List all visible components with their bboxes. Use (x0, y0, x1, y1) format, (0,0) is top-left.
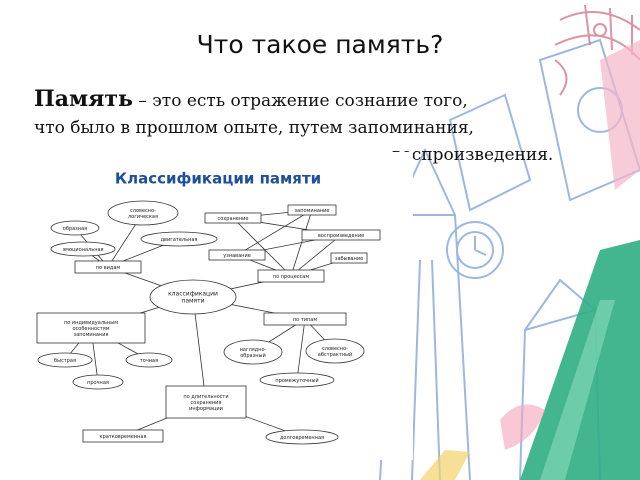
diagram-title: Классификации памяти (115, 169, 321, 187)
node-label-po_vidam: по видам (96, 265, 121, 271)
node-label-slovesno_abstraktnyi: словесно-абстрактный (318, 346, 352, 358)
node-emocionalnaya (50, 241, 116, 257)
node-uznavanie (208, 249, 266, 261)
node-label-po_tipam: по типам (293, 317, 317, 323)
node-label-bystraya: быстрая (54, 358, 76, 364)
node-vosproizvedenie (301, 229, 381, 241)
node-tochnaya (125, 352, 173, 368)
pink-swirl-shape (500, 404, 545, 450)
node-label-zapominanie: запоминание (295, 208, 330, 214)
node-label-vosproizvedenie: воспроизведение (318, 233, 364, 239)
connector-po_processam-vosproizvedenie (290, 234, 342, 277)
definition-line-2: что было в прошлом опыте, путем запомина… (34, 118, 474, 138)
clock-tower-sketch (379, 38, 640, 480)
node-po_individ (36, 312, 146, 344)
node-po_processam (257, 269, 325, 283)
node-label-kratkovremennaya: кратковременная (100, 434, 147, 440)
node-label-uznavanie: узнавание (223, 253, 251, 259)
definition-term: Память (34, 86, 133, 112)
node-nagladno_obraznyi (223, 339, 283, 365)
node-label-promezhutochnyi: промежуточный (275, 377, 318, 384)
node-promezhutochnyi (259, 372, 335, 388)
connector-po_tipam-promezhutochnyi (296, 318, 306, 381)
connector-po_processam-sohranenie (232, 217, 292, 277)
node-slovesno_logicheskaya (107, 200, 179, 226)
definition-text-1: – это есть отражение сознание того, (132, 91, 468, 111)
green-stripe-highlight (540, 300, 615, 480)
definition-text: Память – это есть отражение сознание тог… (34, 86, 624, 169)
connector-uznavanie-zapominanie (236, 209, 313, 256)
connector-center-po_dlitelnosti (192, 296, 207, 403)
node-po_dlitelnosti (165, 385, 247, 419)
node-bystraya (37, 352, 93, 368)
node-label-nagladno_obraznyi: наглядно-образный (240, 347, 267, 359)
pink-stripe-shape (600, 40, 640, 190)
node-po_vidam (74, 260, 142, 274)
node-label-dolgovremennaya: долговременная (280, 435, 324, 441)
node-obraznaya (50, 220, 100, 236)
node-label-sohranenie: сохранение (218, 216, 249, 222)
node-label-slovesno_logicheskaya: словесно-логическая (128, 208, 158, 220)
node-label-prochnaya: прочная (87, 380, 109, 386)
node-label-obraznaya: образная (63, 226, 87, 232)
node-label-emocionalnaya: эмоциональная (62, 247, 103, 253)
node-dolgovremennaya (265, 429, 339, 445)
node-kratkovremennaya (82, 429, 164, 443)
yellow-stripe-shape (420, 450, 470, 480)
node-center (149, 279, 237, 315)
node-label-tochnaya: точная (140, 358, 158, 364)
node-zabyvanie (330, 252, 368, 264)
node-zapominanie (287, 204, 337, 216)
node-label-zabyvanie: забывание (335, 256, 363, 262)
slide-title: Что такое память? (196, 30, 444, 59)
node-prochnaya (72, 374, 124, 390)
node-sohranenie (204, 212, 262, 224)
node-label-po_processam: по процессам (273, 274, 309, 280)
node-dvigatelnaya (140, 231, 218, 247)
node-label-dvigatelnaya: двигательная (161, 237, 198, 243)
node-slovesno_abstraktnyi (305, 338, 365, 364)
definition-line-3: воспроизведения. (392, 145, 554, 165)
definition-line-1: Память – это есть отражение сознание тог… (34, 86, 624, 115)
node-po_tipam (263, 312, 347, 326)
